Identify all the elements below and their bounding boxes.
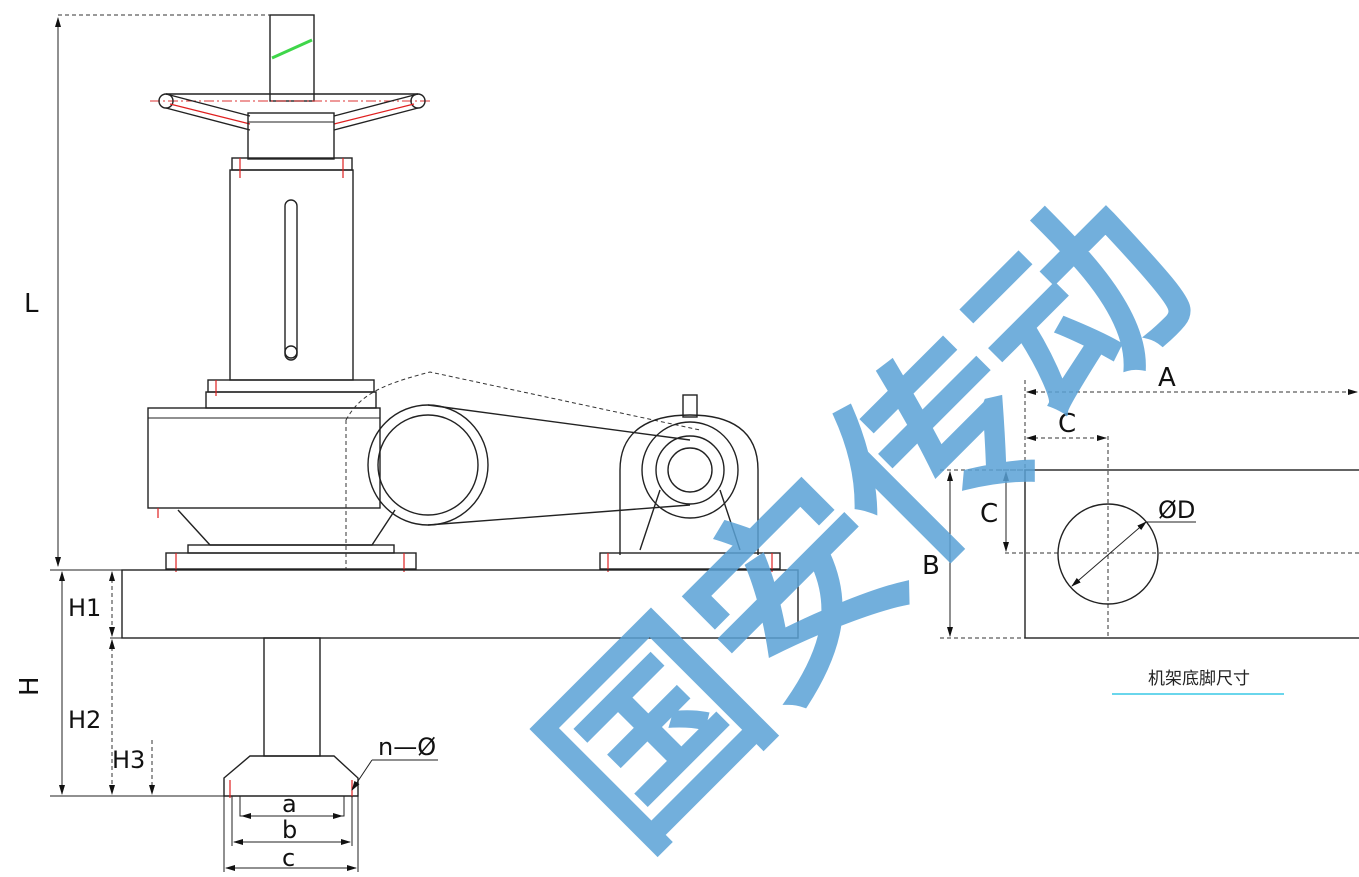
watermark: 国安传动 [503,157,1233,873]
detail-caption: 机架底脚尺寸 [1148,669,1250,689]
dim-n-phi: n—Ø [378,733,436,761]
dim-phiD: ØD [1158,496,1195,524]
base-frame [121,569,799,639]
dim-H1: H1 [68,594,101,622]
dim-C-side: C [980,499,998,529]
pedestal [263,637,321,757]
top-shaft [269,14,315,102]
handwheel-hub [247,112,335,160]
dim-B: B [922,551,940,581]
column-housing [229,169,354,381]
dim-a: a [282,790,297,818]
main-elevation-view [121,14,799,817]
dim-L: L [24,289,39,319]
dim-H3: H3 [112,746,145,774]
base-foot-detail: ØD A C C B 机架底脚尺寸 [922,363,1359,695]
dim-A: A [1158,363,1176,393]
dim-c: c [282,844,295,872]
shaft-mark [271,38,313,60]
foot-plate [1024,469,1359,639]
dim-H2: H2 [68,706,101,734]
dimensions-main: L H H1 H2 H3 n—Ø a b c [15,14,438,872]
gearbox [147,407,381,509]
bolt-hole [1057,503,1159,605]
dim-b: b [282,816,297,844]
dim-H: H [15,676,45,696]
handwheel [150,93,432,131]
dim-C-top: C [1058,409,1076,439]
motor-bearing [599,394,781,572]
indicator-slot [284,199,298,361]
drive-link [345,371,701,570]
